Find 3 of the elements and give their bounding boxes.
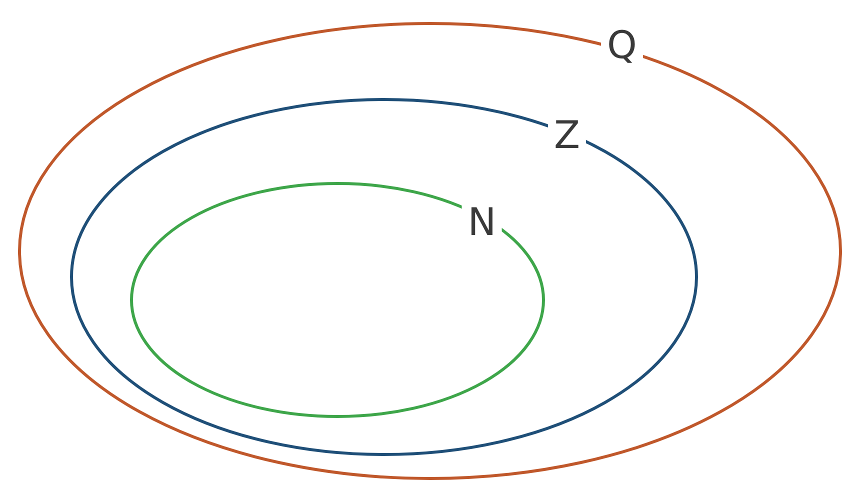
set-ellipse	[70, 98, 698, 456]
set-ellipse	[18, 22, 842, 480]
set-ellipse	[130, 182, 545, 418]
